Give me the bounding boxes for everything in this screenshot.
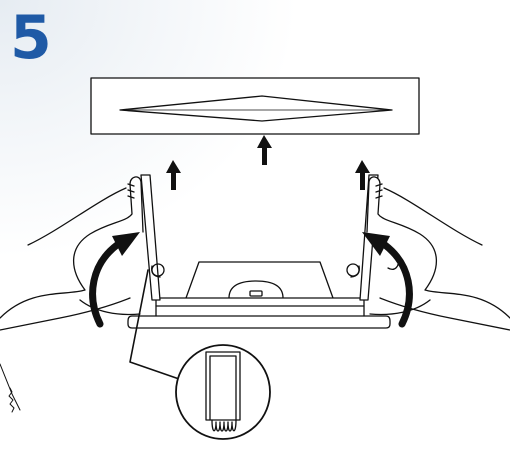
rotate-arrow-icon (89, 232, 140, 328)
up-arrow-icon (355, 160, 370, 190)
magnifier-callout (175, 344, 271, 440)
up-arrow-icon (257, 135, 272, 165)
ceiling-panel (90, 77, 420, 135)
spring-clip-icon (205, 351, 241, 432)
right-hand (366, 176, 510, 331)
spring-clip-left (140, 174, 165, 301)
up-arrow-icon (166, 160, 181, 190)
step-number: 5 (10, 3, 52, 73)
light-fixture (127, 261, 391, 329)
rotate-arrow-icon (362, 232, 413, 328)
tool-fragment (0, 363, 21, 413)
callout-leader (129, 269, 183, 381)
